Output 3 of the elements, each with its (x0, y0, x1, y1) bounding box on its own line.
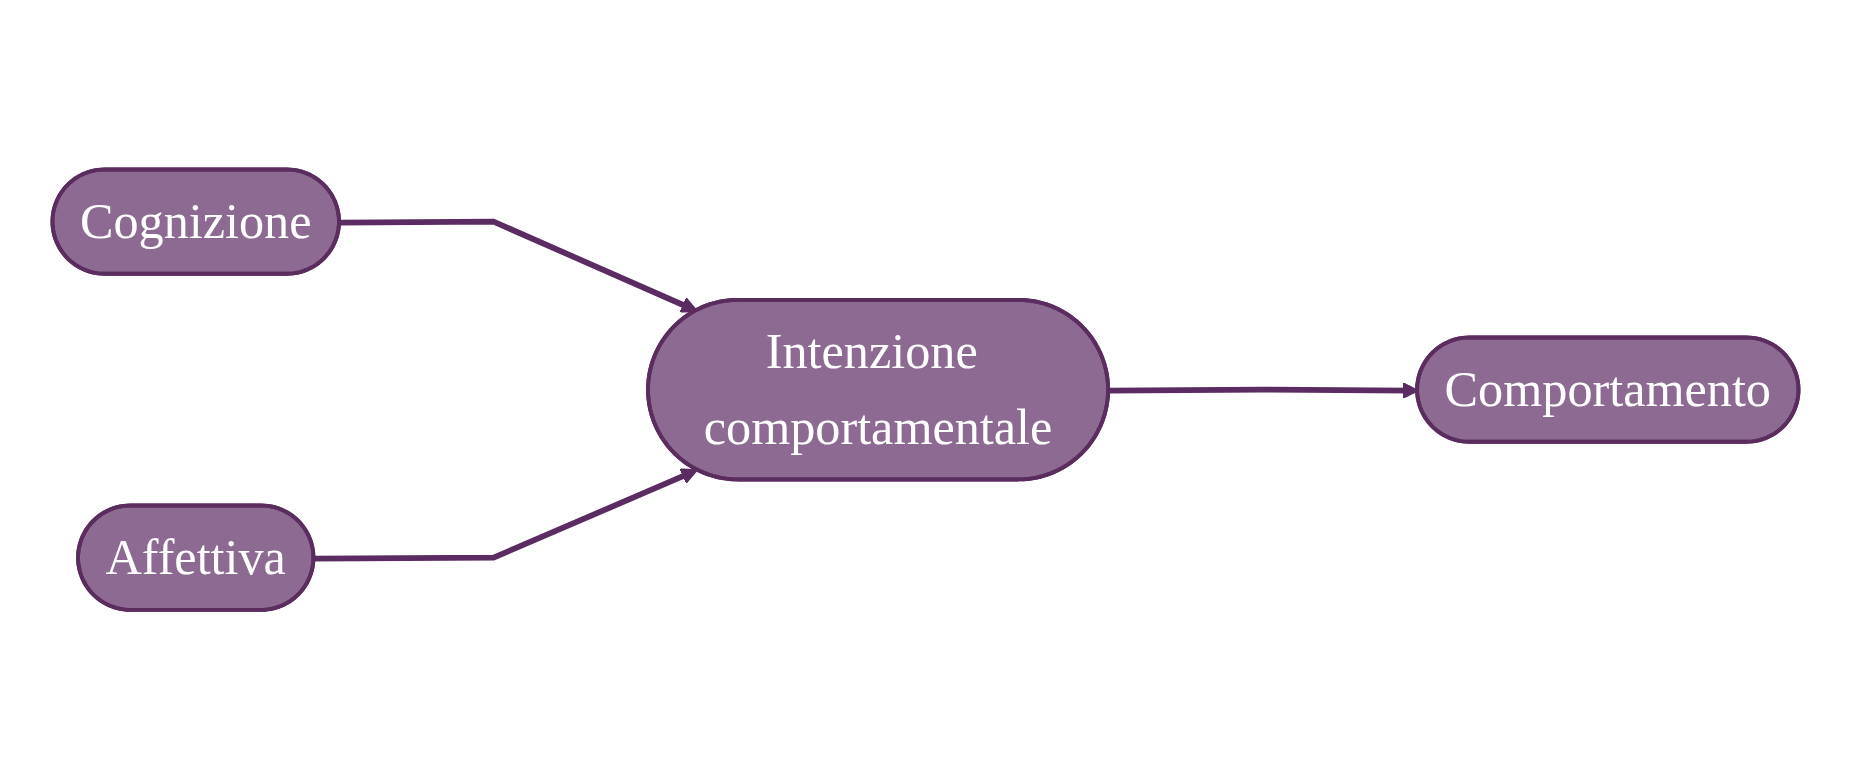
arrow (314, 468, 698, 562)
arrow (339, 218, 698, 313)
diagram: Cognizione Intenzione comportamentale Comportamento Affettiva (37, 153, 1814, 626)
